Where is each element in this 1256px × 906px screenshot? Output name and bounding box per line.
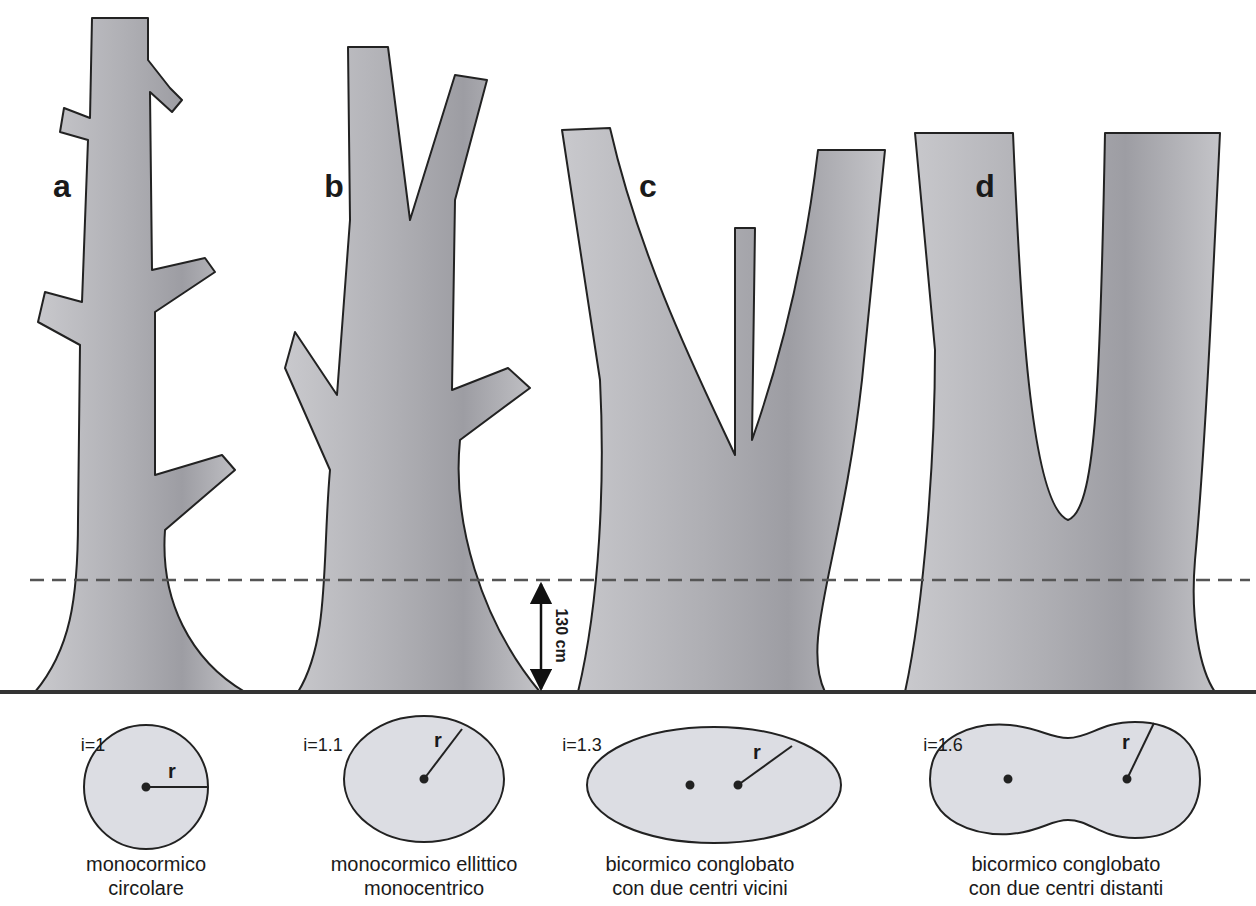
shape-index: i=1.3: [562, 735, 602, 757]
radius-line: [146, 786, 208, 788]
radius-label: r: [1122, 730, 1130, 754]
radius-label: r: [753, 740, 761, 764]
trunk-letter: c: [639, 167, 657, 205]
section-caption: bicormico conglobato con due centri dist…: [959, 852, 1174, 900]
shape-index: i=1.6: [923, 735, 963, 757]
trunk-a: [35, 18, 245, 692]
ground-line: [0, 690, 1256, 694]
trunk-letter: b: [324, 167, 344, 205]
shape-index: i=1.1: [303, 735, 343, 757]
section-b: [344, 716, 504, 842]
trunk-letter: a: [53, 167, 71, 205]
trunk-c: [562, 128, 885, 692]
trunk-d: [905, 133, 1220, 692]
radius-label: r: [168, 759, 176, 783]
section-caption: bicormico conglobato con due centri vici…: [593, 852, 808, 900]
radius-line: [1127, 723, 1154, 779]
section-caption: monocormico circolare: [61, 852, 231, 900]
center-dot: [1005, 776, 1012, 783]
shape-index: i=1: [81, 735, 106, 757]
breast-height-line: [30, 579, 1250, 582]
radius-line: [424, 729, 462, 779]
radius-label: r: [434, 728, 442, 752]
section-c: [587, 727, 841, 843]
height-arrow: [540, 584, 543, 689]
trunk-b: [285, 47, 540, 692]
radius-line: [738, 746, 792, 785]
trunk-letter: d: [975, 167, 995, 205]
height-dimension: 130 cm: [551, 609, 570, 663]
center-dot: [687, 782, 694, 789]
section-caption: monocormico ellittico monocentrico: [317, 852, 532, 900]
section-d: [930, 722, 1200, 838]
